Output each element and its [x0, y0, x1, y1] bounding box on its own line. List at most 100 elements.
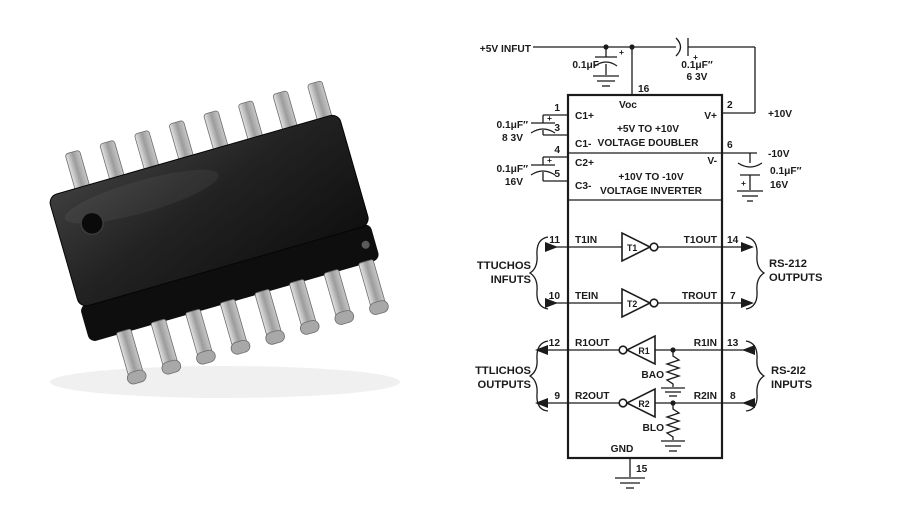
input-arrow [545, 242, 558, 252]
driver-t2: T2 10 TEIN TROUT 7 [545, 287, 754, 319]
r2in-label: R2IN [694, 391, 717, 402]
t1in-label: T1IN [575, 235, 597, 246]
input-arrow [742, 345, 755, 355]
pin15-number: 15 [636, 464, 648, 475]
inverter-title-2: VOLTAGE INVERTER [600, 186, 703, 197]
bypass-cap-plus: + [619, 47, 624, 57]
vm-pin-label: V- [707, 156, 717, 167]
input-arrow [545, 298, 558, 308]
cap2-value: 0.1μF″ [497, 164, 529, 175]
signal-group-labels: TTUCHOS INFUTS RS-212 OUTPUTS TTLICHOS O… [475, 236, 823, 412]
doubler-title-2: VOLTAGE DOUBLER [598, 138, 700, 149]
vplus-out-label: +10V [768, 109, 792, 120]
t1-gate-label: T1 [627, 243, 637, 253]
output-arrow [741, 242, 754, 252]
rs232-outputs-brace [745, 236, 766, 310]
output-arrow [535, 345, 548, 355]
ground-symbol [737, 190, 763, 202]
pin11-number: 11 [549, 235, 560, 246]
power-rail: +5V INFUT + 0.1μF″ 6 3V + 0.1μF [480, 37, 792, 120]
ttl-inputs-brace [528, 236, 549, 310]
pin14-number: 14 [727, 235, 739, 246]
chip-reflection-dot [361, 240, 370, 249]
pin10-number: 10 [549, 291, 561, 302]
c2m-pin-label: C3- [575, 181, 591, 192]
chip-shadow [50, 366, 400, 398]
c1m-pin-label: C1- [575, 139, 591, 150]
t1-gate [621, 231, 652, 263]
chip-photo [49, 80, 400, 398]
t1out-label: T1OUT [684, 235, 718, 246]
t2in-label: TEIN [575, 291, 598, 302]
r2out-label: R2OUT [575, 391, 610, 402]
vminus-rail: 6 -10V + 0.1μF″ 16V [722, 140, 802, 202]
ttl-outputs-label-2: OUTPUTS [478, 379, 532, 391]
c2p-pin-label: C2+ [575, 158, 594, 169]
vcc-input-label: +5V INFUT [480, 44, 532, 55]
vminus-cap-value: 0.1μF″ [770, 166, 802, 177]
t2-gate-label: T2 [627, 299, 637, 309]
series-cap-value: 0.1μF″ [681, 60, 713, 71]
vminus-cap-curved-plate [737, 162, 763, 168]
rs232-inputs-label-1: RS-2I2 [771, 365, 806, 377]
output-arrow [741, 298, 754, 308]
pin1-number: 1 [554, 103, 560, 114]
driver-t1: T1 11 T1IN T1OUT 14 [545, 231, 754, 263]
cap1-plus: + [547, 113, 552, 123]
rs232-outputs-label-2: OUTPUTS [769, 272, 823, 284]
vcc-pin-label: Voc [619, 100, 637, 111]
cap2-voltage: 16V [505, 177, 523, 188]
pin5-number: 5 [554, 169, 560, 180]
ground-symbol [593, 75, 619, 87]
series-cap-curved-plate [675, 37, 682, 57]
r1-gate-label: R1 [638, 346, 649, 356]
pin13-number: 13 [727, 338, 739, 349]
ground-symbol [661, 440, 685, 452]
gnd-pin: 15 [615, 458, 648, 489]
r1in-label: R1IN [694, 338, 717, 349]
ttl-outputs-label-1: TTLICHOS [475, 365, 531, 377]
pin2-number: 2 [727, 100, 733, 111]
ic-outline [566, 93, 724, 460]
gnd-pin-label: GND [611, 444, 634, 455]
receiver-r1: R1 BAO 12 R1OUT R1IN 13 [535, 334, 755, 397]
r2-pulldown-resistor [664, 403, 682, 440]
rs232-inputs-label-2: INPUTS [771, 379, 813, 391]
pin1-dimple [80, 211, 104, 236]
ground-symbol [615, 477, 645, 489]
cap1-value: 0.1μF″ [497, 120, 529, 131]
pin9-number: 9 [554, 391, 560, 402]
cap2-plus: + [547, 155, 552, 165]
pin4-number: 4 [554, 145, 560, 156]
vp-pin-label: V+ [704, 111, 717, 122]
left-caps: + 0.1μF″ 8 3V + 0.1μF″ 16V 1 3 4 5 [497, 103, 568, 188]
pin6-number: 6 [727, 140, 733, 151]
junction-dot [629, 44, 635, 50]
c1p-pin-label: C1+ [575, 111, 594, 122]
ground-symbol [661, 387, 685, 397]
bypass-cap-curved-plate [594, 61, 618, 67]
pin3-number: 3 [554, 123, 560, 134]
chip-body-side [81, 224, 379, 341]
t2-gate [621, 287, 652, 319]
bypass-cap-value: 0.1μF [572, 60, 599, 71]
pin7-number: 7 [730, 291, 736, 302]
t2out-label: TROUT [682, 291, 718, 302]
r1out-label: R1OUT [575, 338, 610, 349]
receiver-r2: R2 BLO 9 R2OUT R2IN 8 [535, 387, 755, 452]
vminus-cap-plus: + [741, 178, 746, 188]
ttl-inputs-label-2: INFUTS [491, 274, 532, 286]
pin12-number: 12 [549, 338, 561, 349]
chip-body [49, 114, 369, 307]
r1-resistor-label: BAO [641, 370, 664, 381]
ttl-inputs-label-1: TTUCHOS [477, 260, 532, 272]
r1-bubble [618, 345, 628, 355]
inverter-title-1: +10V TO -10V [618, 172, 683, 183]
chip-body-highlight [64, 169, 219, 224]
rs232-inputs-brace [745, 340, 766, 412]
series-cap-plus: + [693, 52, 698, 62]
pin16-number: 16 [638, 84, 650, 95]
r2-bubble [618, 398, 628, 408]
cap1-voltage: 8 3V [502, 133, 523, 144]
t2-bubble [649, 298, 659, 308]
